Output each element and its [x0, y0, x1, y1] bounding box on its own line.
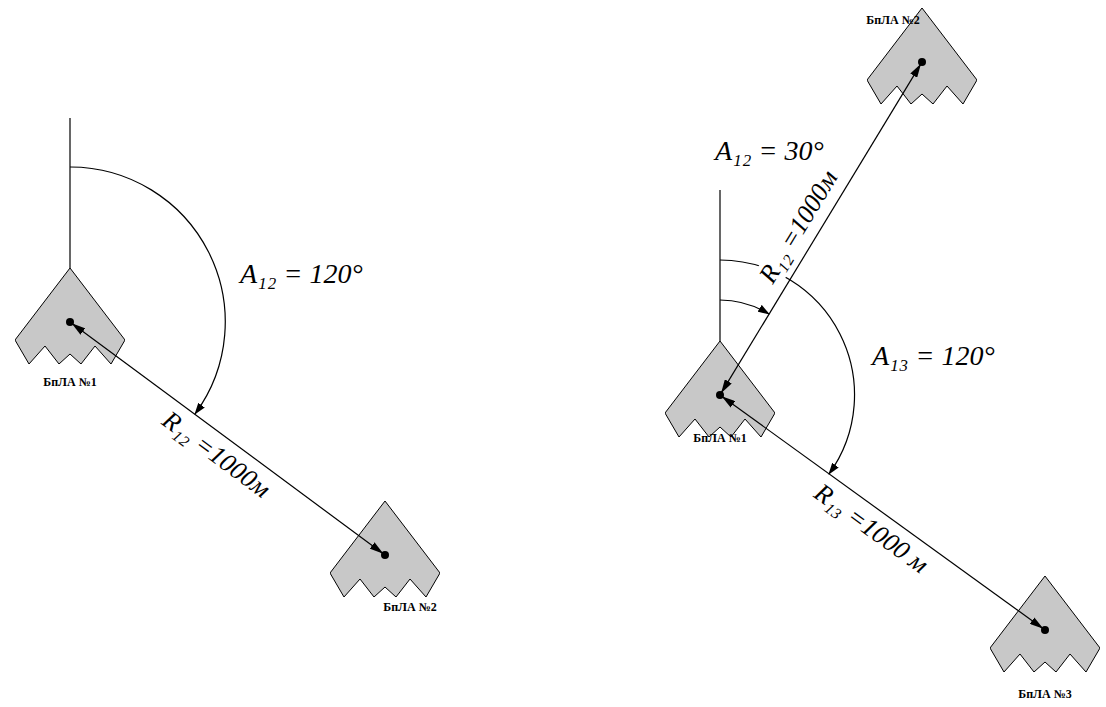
north-line	[69, 118, 70, 268]
uav-name: БпЛА №1	[43, 375, 97, 390]
azimuth-arc	[720, 300, 769, 314]
range-label: R₁₃ =1000 м	[807, 477, 935, 581]
uav-node: БпЛА №1	[15, 268, 125, 364]
uav-name: БпЛА №2	[383, 600, 437, 615]
uav-node: БпЛА №3	[990, 576, 1100, 672]
uav-symbol	[15, 268, 125, 364]
range-line	[72, 324, 382, 553]
azimuth-label: A₁₂ = 120°	[240, 258, 363, 290]
uav-node: БпЛА №2	[867, 8, 977, 104]
azimuth-label: A₁₃ = 120°	[872, 340, 995, 372]
azimuth-label: A₁₂ = 30°	[715, 135, 824, 167]
uav-name: БпЛА №3	[1018, 687, 1072, 702]
uav-symbol	[330, 501, 440, 597]
range-label: R₁₂ =1000м	[155, 404, 277, 505]
north-line	[719, 190, 720, 341]
range-line	[722, 397, 1042, 628]
uav-name: БпЛА №1	[693, 431, 747, 446]
range-label: R₁₂ =1000м	[753, 163, 845, 289]
uav-name: БпЛА №2	[866, 13, 920, 28]
uav-node: БпЛА №2	[330, 501, 440, 597]
uav-symbol	[990, 576, 1100, 672]
